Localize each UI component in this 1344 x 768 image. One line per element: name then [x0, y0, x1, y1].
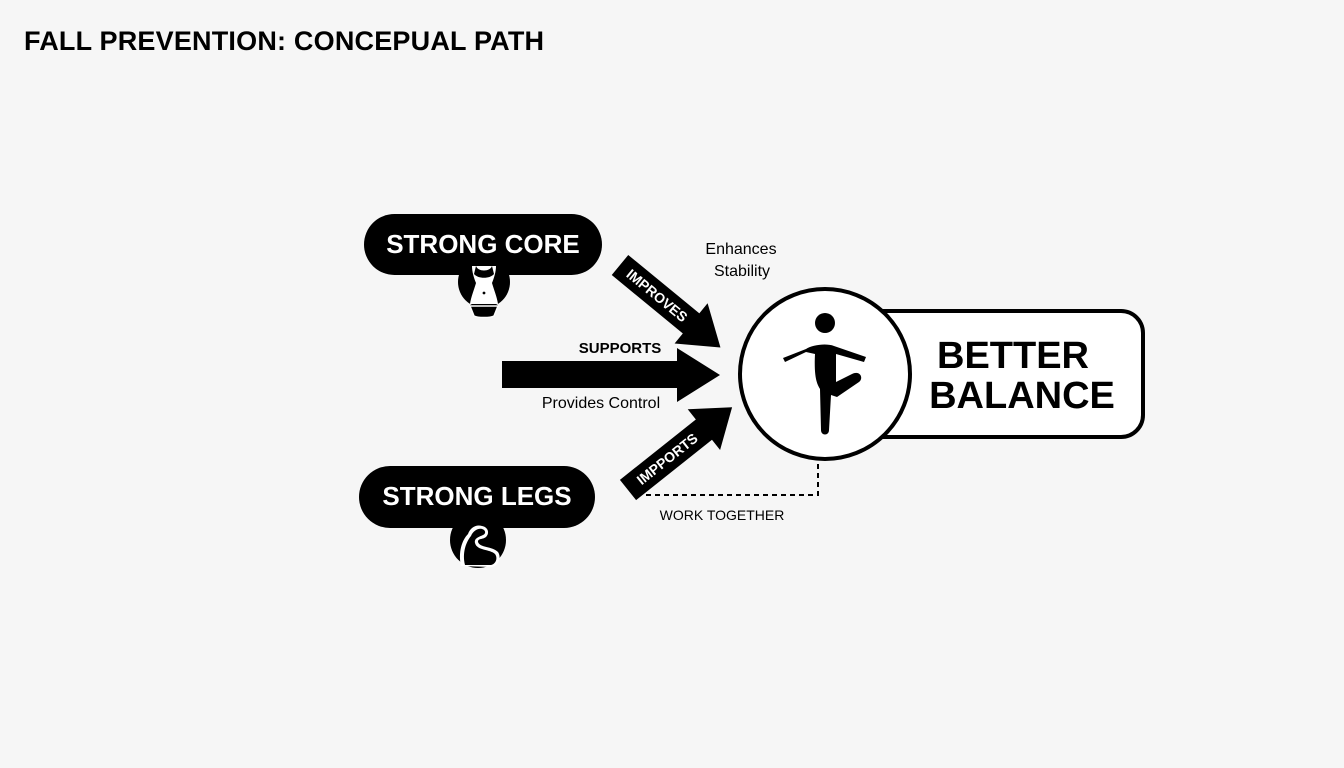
- page-title: FALL PREVENTION: CONCEPUAL PATH: [24, 26, 545, 56]
- strong-legs-pill: [359, 466, 595, 528]
- enhances-note-line2: Stability: [714, 263, 770, 280]
- work-together-connector: [646, 460, 819, 496]
- torso-icon: [458, 256, 510, 319]
- supports-label: SUPPORTS: [579, 340, 662, 357]
- better-balance-node: BETTER BALANCE: [738, 287, 1145, 461]
- better-label: BETTER: [937, 335, 1089, 377]
- strong-legs-node: STRONG LEGS: [359, 466, 595, 568]
- strong-core-label: STRONG CORE: [386, 229, 580, 259]
- balance-label: BALANCE: [929, 375, 1115, 417]
- strong-legs-label: STRONG LEGS: [382, 481, 571, 511]
- flexed-arm-icon: [450, 512, 506, 568]
- strong-core-node: STRONG CORE: [364, 214, 602, 319]
- improves-label: IMPROVES: [623, 266, 690, 325]
- strong-core-pill: [364, 214, 602, 275]
- provides-control-label: Provides Control: [542, 395, 660, 412]
- impports-label: IMPPORTS: [634, 430, 701, 488]
- enhances-note-line1: Enhances: [705, 241, 776, 258]
- work-together-label: WORK TOGETHER: [660, 507, 785, 523]
- balancing-person-icon: [783, 313, 866, 435]
- supports-arrow: [502, 348, 720, 402]
